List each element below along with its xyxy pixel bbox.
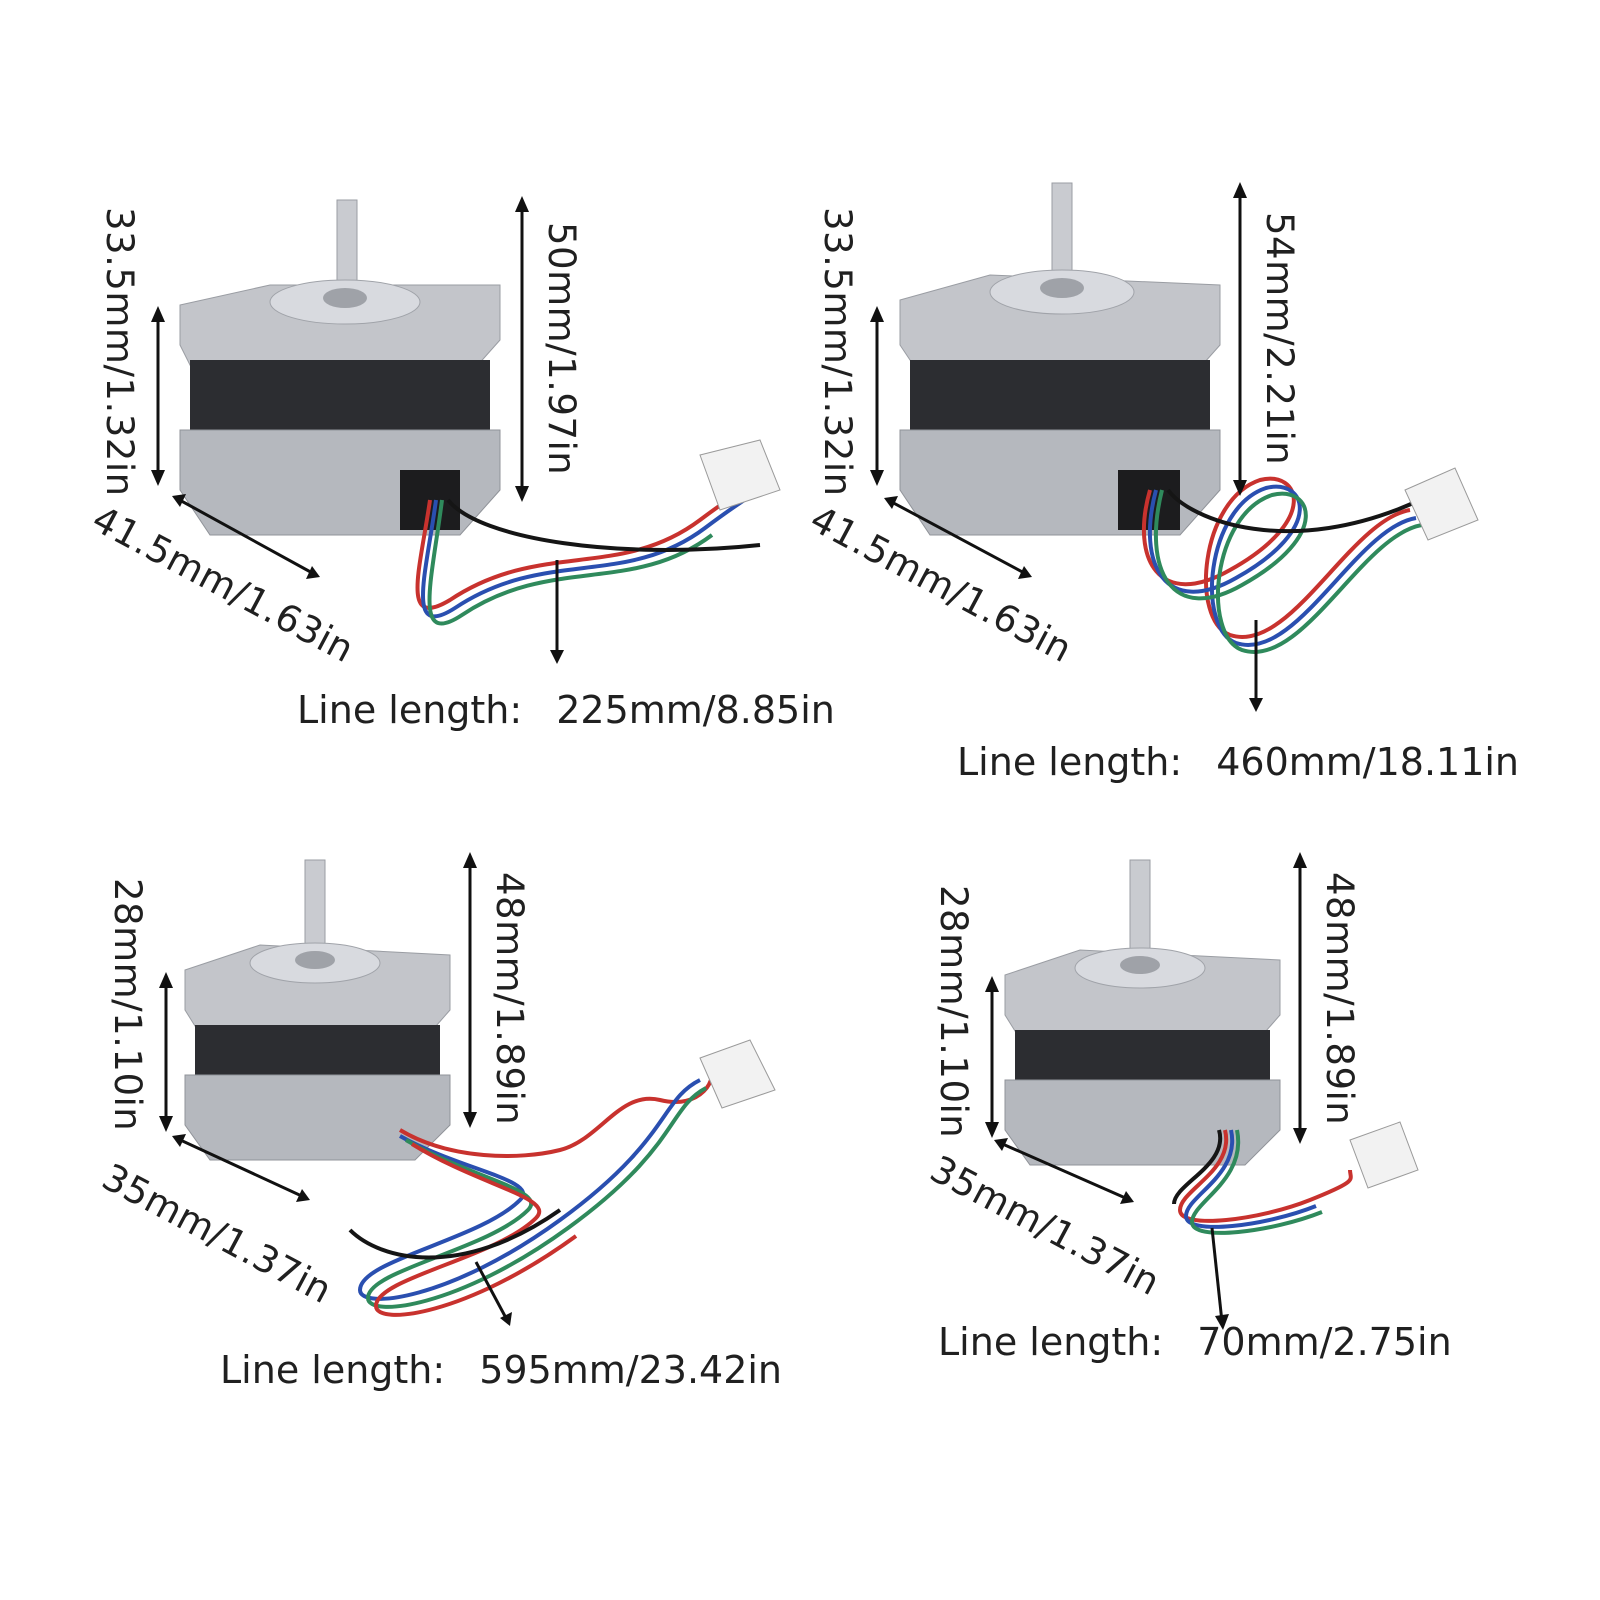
motor-a-caption-value: 225mm/8.85in — [556, 688, 835, 732]
motor-z-caption: Line length:460mm/18.11in — [957, 740, 1520, 784]
motor-y-width-arrow — [175, 1136, 307, 1200]
motor-y-cable — [348, 1059, 715, 1317]
motor-x-length-arrow — [1210, 1227, 1224, 1323]
motor-y-caption: Line length:595mm/23.42in — [220, 1348, 783, 1392]
motor-x-body-label: 28mm/1.10in — [932, 885, 975, 1139]
motor-a-caption-label: Line length — [297, 688, 510, 732]
motor-z-cable — [1141, 476, 1423, 654]
motor-x-caption-value: 70mm/2.75in — [1197, 1320, 1452, 1364]
motor-x-caption-label: Line length — [938, 1320, 1151, 1364]
motor-x-connector — [1349, 1121, 1419, 1189]
motor-z-connector — [1404, 467, 1479, 541]
motor-a-connector — [699, 439, 781, 511]
motor-y-caption-label: Line length — [220, 1348, 433, 1392]
motor-x-cable — [1172, 1129, 1353, 1235]
motor-y-image — [184, 859, 451, 1161]
motor-z-image — [899, 182, 1221, 536]
motor-y-connector — [699, 1039, 776, 1109]
motor-x-width-arrow — [997, 1140, 1131, 1202]
motor-a-width-arrow — [175, 496, 317, 577]
motor-y-length-arrow — [474, 1261, 508, 1319]
motor-a-caption: Line length:225mm/8.85in — [297, 688, 835, 732]
motor-x-height-label: 48mm/1.89in — [1318, 872, 1361, 1126]
motor-a-image — [179, 199, 501, 536]
motor-z-width-arrow — [887, 498, 1029, 577]
motor-z-caption-value: 460mm/18.11in — [1216, 740, 1520, 784]
motor-x-caption: Line length:70mm/2.75in — [938, 1320, 1452, 1364]
motor-x-image — [1004, 859, 1281, 1166]
motor-z-caption-label: Line length — [957, 740, 1170, 784]
motor-y-caption-value: 595mm/23.42in — [479, 1348, 783, 1392]
